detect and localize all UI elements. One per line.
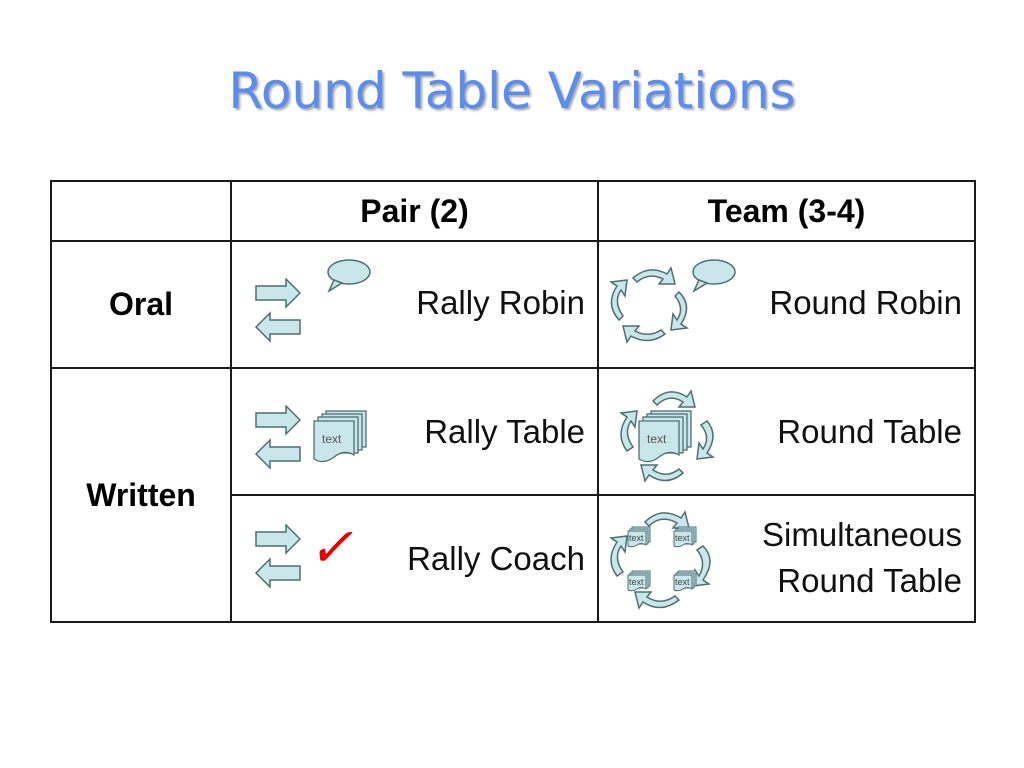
document-stack-icon: text xyxy=(638,410,692,463)
document-stack-icon: text xyxy=(627,526,651,548)
doc-text-label: text xyxy=(629,533,644,543)
table-row: Written text Rally Table xyxy=(50,367,976,623)
round-table-cell: text Round Table xyxy=(597,367,976,496)
document-stack-icon: text xyxy=(673,526,697,548)
swap-arrows-icon xyxy=(254,405,302,470)
cycle-arrows-icon xyxy=(618,389,716,483)
simultaneous-line: Simultaneous xyxy=(762,516,962,553)
doc-text-label: text xyxy=(675,577,690,587)
cycle-arrows-icon xyxy=(608,266,690,344)
page-title: Round Table Variations xyxy=(228,62,796,120)
swap-arrows-icon xyxy=(254,524,302,589)
simultaneous-round-table-cell: text text text xyxy=(597,494,976,623)
cycle-arrows-icon xyxy=(608,510,712,610)
check-mark-icon: ✓ xyxy=(308,516,354,579)
table-row: ✓ Rally Coach text xyxy=(51,494,976,623)
swap-arrows-icon xyxy=(254,278,302,343)
round-table-line: Round Table xyxy=(777,562,962,599)
rally-table-cell: text Rally Table xyxy=(230,367,599,496)
rally-robin-label: Rally Robin xyxy=(416,284,585,321)
document-stack-icon: text xyxy=(673,570,697,592)
team-header: Team (3-4) xyxy=(597,180,976,242)
simultaneous-round-table-label: Simultaneous Round Table xyxy=(762,512,962,604)
table-row: Oral Rally Robin xyxy=(50,240,976,369)
doc-text-label: text xyxy=(322,432,342,446)
doc-text-label: text xyxy=(675,533,690,543)
table-header-row: Pair (2) Team (3-4) xyxy=(50,180,976,242)
variations-table: Pair (2) Team (3-4) Oral Rally Robin xyxy=(50,180,976,623)
round-robin-label: Round Robin xyxy=(769,284,962,321)
oral-row-label: Oral xyxy=(50,240,232,369)
round-robin-cell: Round Robin xyxy=(597,240,976,369)
speech-bubble-icon xyxy=(692,259,736,293)
document-stack-icon: text xyxy=(313,410,367,463)
written-row-label: Written xyxy=(50,367,232,623)
doc-text-label: text xyxy=(629,577,644,587)
document-stack-icon: text xyxy=(627,570,651,592)
corner-header xyxy=(50,180,232,242)
rally-robin-cell: Rally Robin xyxy=(230,240,599,369)
rally-table-label: Rally Table xyxy=(424,413,585,450)
pair-header: Pair (2) xyxy=(230,180,599,242)
round-table-label: Round Table xyxy=(777,413,962,450)
doc-text-label: text xyxy=(647,432,667,446)
speech-bubble-icon xyxy=(327,259,371,293)
rally-coach-cell: ✓ Rally Coach xyxy=(230,494,599,623)
rally-coach-label: Rally Coach xyxy=(407,540,585,577)
